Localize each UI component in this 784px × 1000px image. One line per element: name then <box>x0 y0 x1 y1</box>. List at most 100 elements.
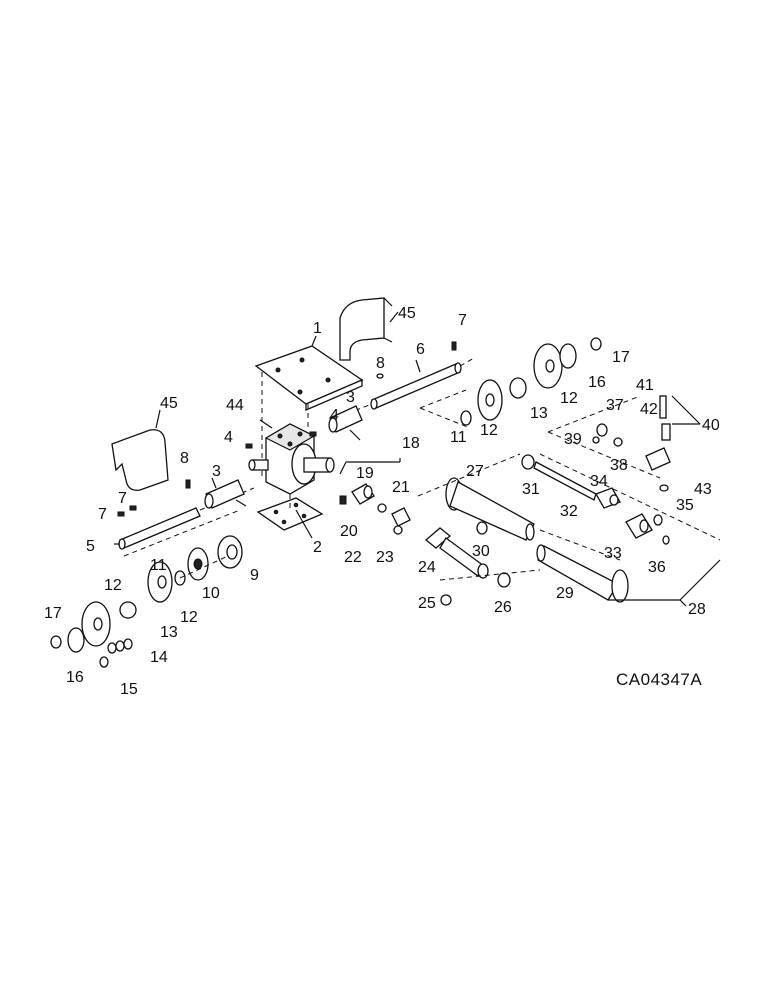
callout-38: 38 <box>610 457 628 474</box>
callout-10: 10 <box>202 585 220 602</box>
ring-17-right-part <box>590 337 602 351</box>
leader-lines <box>114 311 421 545</box>
tube-27-part <box>445 477 535 541</box>
callout-7-upper: 7 <box>458 312 467 329</box>
callout-20: 20 <box>340 523 358 540</box>
callout-14: 14 <box>150 649 168 666</box>
bearing-13-left-part <box>119 601 137 619</box>
yoke-19-part <box>351 483 375 505</box>
callout-7-left-b: 7 <box>98 506 107 523</box>
callout-9: 9 <box>250 567 259 584</box>
callout-40: 40 <box>702 417 720 434</box>
callout-17-left: 17 <box>44 605 62 622</box>
gearbox-part <box>248 423 335 495</box>
callout-28: 28 <box>688 601 706 618</box>
callout-21: 21 <box>392 479 410 496</box>
callout-23: 23 <box>376 549 394 566</box>
callout-45-upper: 45 <box>398 305 416 322</box>
mounting-plate-part <box>254 345 364 411</box>
callout-32: 32 <box>560 503 578 520</box>
sleeve-42-part <box>661 423 671 441</box>
ring-39-part <box>592 436 600 444</box>
callout-1: 1 <box>313 320 322 337</box>
callout-12-upper-b: 12 <box>560 390 578 407</box>
callout-37: 37 <box>606 397 624 414</box>
ring-36-part <box>662 535 670 545</box>
callout-11-right: 11 <box>450 429 467 446</box>
callout-3-left: 3 <box>212 463 221 480</box>
callout-12-lower-a: 12 <box>104 577 122 594</box>
sleeve-upper-part <box>328 405 363 441</box>
callout-2: 2 <box>313 539 322 556</box>
flange-12-mid-part <box>477 379 503 421</box>
callout-30: 30 <box>472 543 490 560</box>
callout-19: 19 <box>356 465 374 482</box>
sprocket-16-left-part <box>67 627 85 653</box>
callout-29: 29 <box>556 585 574 602</box>
shaft-24-part <box>424 527 489 579</box>
callout-41: 41 <box>636 377 654 394</box>
callout-5: 5 <box>86 538 95 555</box>
callout-36: 36 <box>648 559 666 576</box>
shaft-left-part <box>118 507 201 550</box>
washer-15-part <box>99 656 109 668</box>
shield-left-part <box>111 429 169 491</box>
drawing-code: CA04347A <box>616 670 702 689</box>
callout-17-right: 17 <box>612 349 630 366</box>
nut-38-part <box>613 437 623 447</box>
fitting-23-part <box>393 525 403 535</box>
cross-21-part <box>377 503 387 513</box>
callout-35: 35 <box>676 497 694 514</box>
callout-24: 24 <box>418 559 436 576</box>
shaft-upper-part <box>370 362 462 410</box>
callout-8-upper: 8 <box>376 355 385 372</box>
pin-35-part <box>653 514 663 526</box>
bolt-20-part <box>339 495 347 505</box>
callout-8-left: 8 <box>180 450 189 467</box>
callout-15: 15 <box>120 681 138 698</box>
ring-26-part <box>497 572 511 588</box>
flange-12-upper-part <box>533 343 563 389</box>
rod-32-part <box>533 461 597 501</box>
joint-34-part <box>595 487 621 509</box>
callout-44: 44 <box>226 397 244 414</box>
sprocket-10-part <box>187 547 209 581</box>
ring-25-part <box>440 594 452 606</box>
callout-4-left: 4 <box>224 429 233 446</box>
callout-42: 42 <box>640 401 658 418</box>
ring-30-part <box>476 521 488 535</box>
bearing-11-right-part <box>460 410 472 426</box>
callout-4-right: 4 <box>330 407 339 424</box>
base-plate-part <box>256 497 324 531</box>
callout-labels: 1 2 3 3 4 4 5 6 7 7 7 8 8 9 10 11 11 12 … <box>44 305 720 698</box>
clamp-40-part <box>645 447 671 471</box>
callout-11-left: 11 <box>150 557 167 574</box>
callout-43: 43 <box>694 481 712 498</box>
callout-31: 31 <box>522 481 540 498</box>
fitting-37-part <box>596 423 608 437</box>
callout-3-upper: 3 <box>346 389 355 406</box>
ring-31-part <box>521 454 535 470</box>
callout-25: 25 <box>418 595 436 612</box>
shield-upper-part <box>339 297 393 361</box>
callout-16-left: 16 <box>66 669 84 686</box>
callout-6: 6 <box>416 341 425 358</box>
callout-13-right: 13 <box>530 405 548 422</box>
callout-16-right: 16 <box>588 374 606 391</box>
flange-12-lower-part <box>81 601 111 647</box>
yoke-22-part <box>391 507 411 527</box>
callout-12-upper-a: 12 <box>480 422 498 439</box>
callout-33: 33 <box>604 545 622 562</box>
sprocket-16-right-part <box>559 343 577 369</box>
callout-12-lower-b: 12 <box>180 609 198 626</box>
washers-14-part <box>107 638 133 654</box>
callout-18: 18 <box>402 435 420 452</box>
hub-9-part <box>217 535 243 569</box>
callout-45-left: 45 <box>160 395 178 412</box>
nut-43-part <box>659 484 669 492</box>
sleeve-left-part <box>204 479 247 509</box>
callout-13-left: 13 <box>160 624 178 641</box>
callout-26: 26 <box>494 599 512 616</box>
bearing-13-right-part <box>509 377 527 399</box>
